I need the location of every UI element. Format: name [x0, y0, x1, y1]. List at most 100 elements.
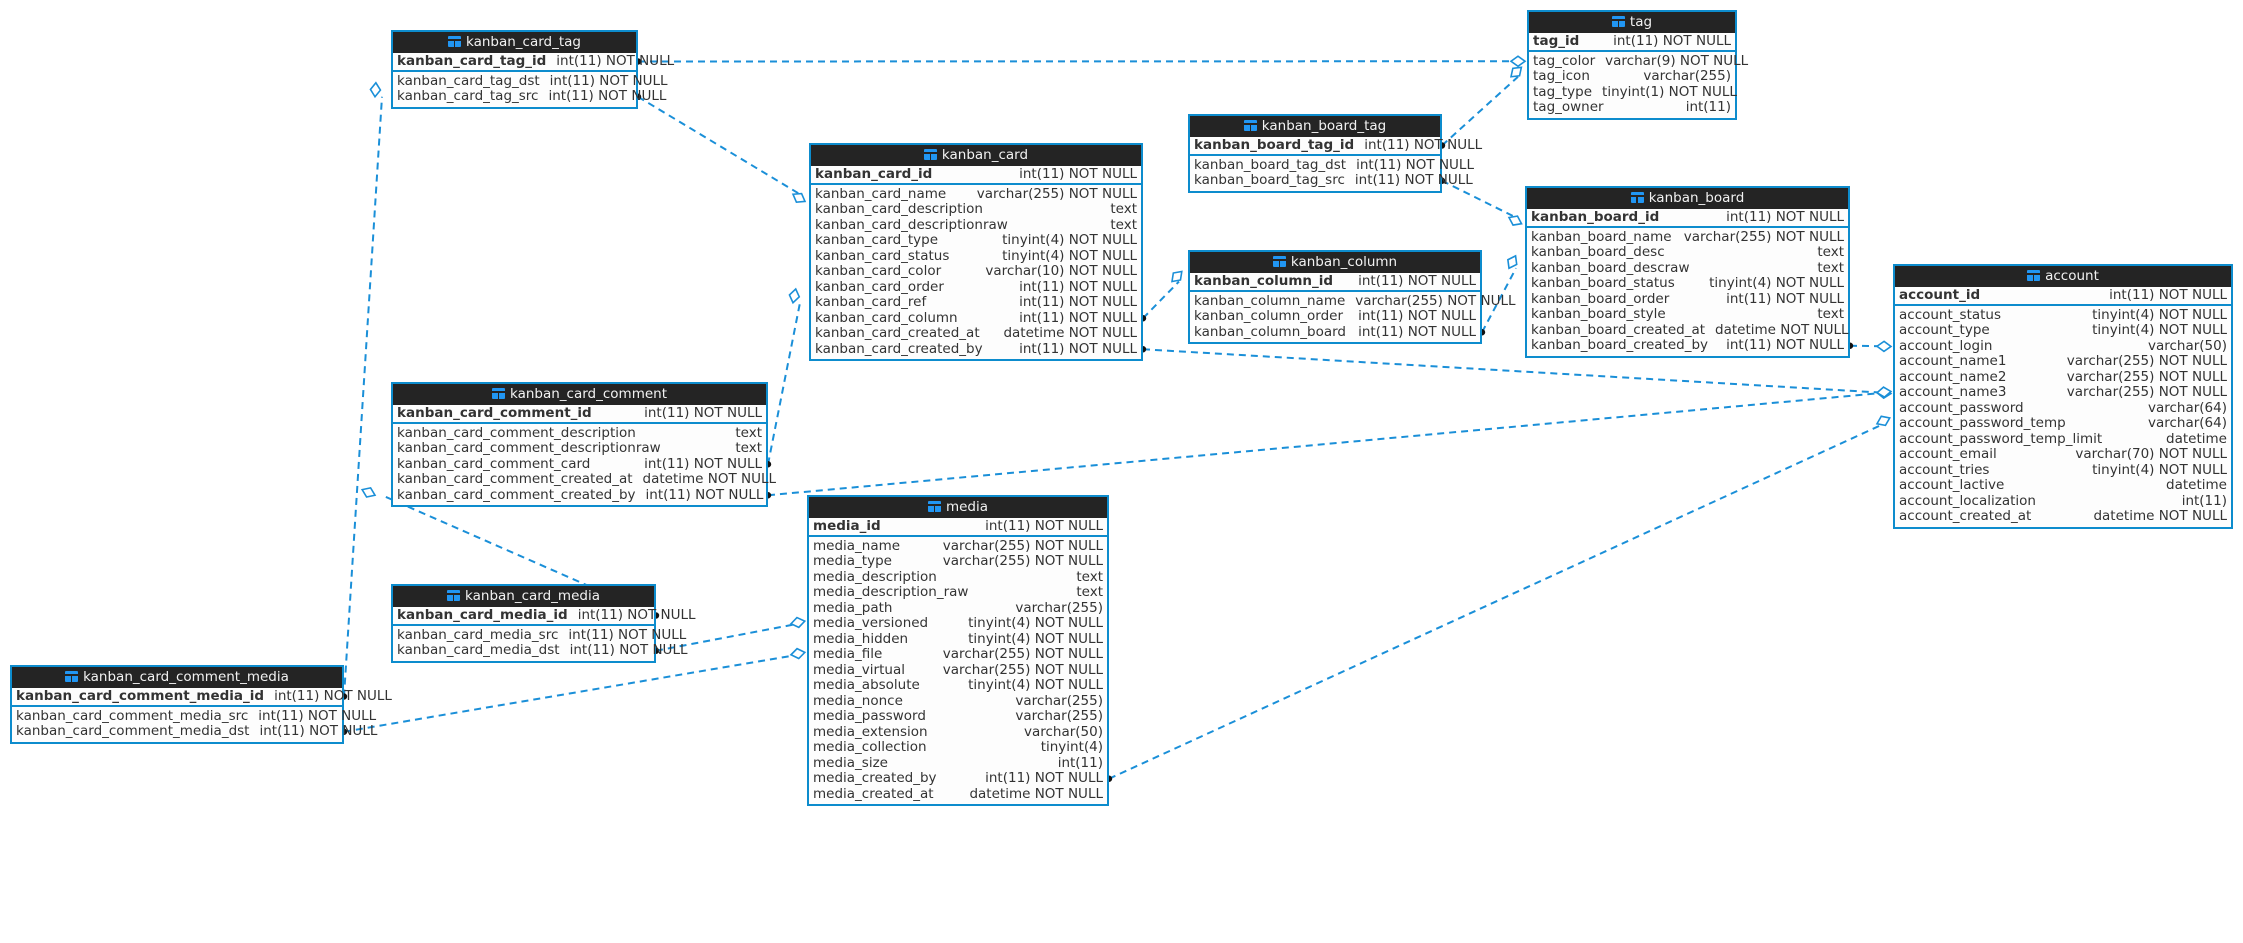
relationship-target-crowfoot — [1509, 55, 1527, 68]
relationship-target-crowfoot — [1507, 215, 1523, 226]
attribute-name: kanban_card_type — [815, 232, 939, 248]
attribute-type: int(11) NOT NULL — [985, 517, 1103, 534]
relationship-line — [767, 302, 801, 465]
attribute-type: int(11) NOT NULL — [985, 770, 1103, 786]
